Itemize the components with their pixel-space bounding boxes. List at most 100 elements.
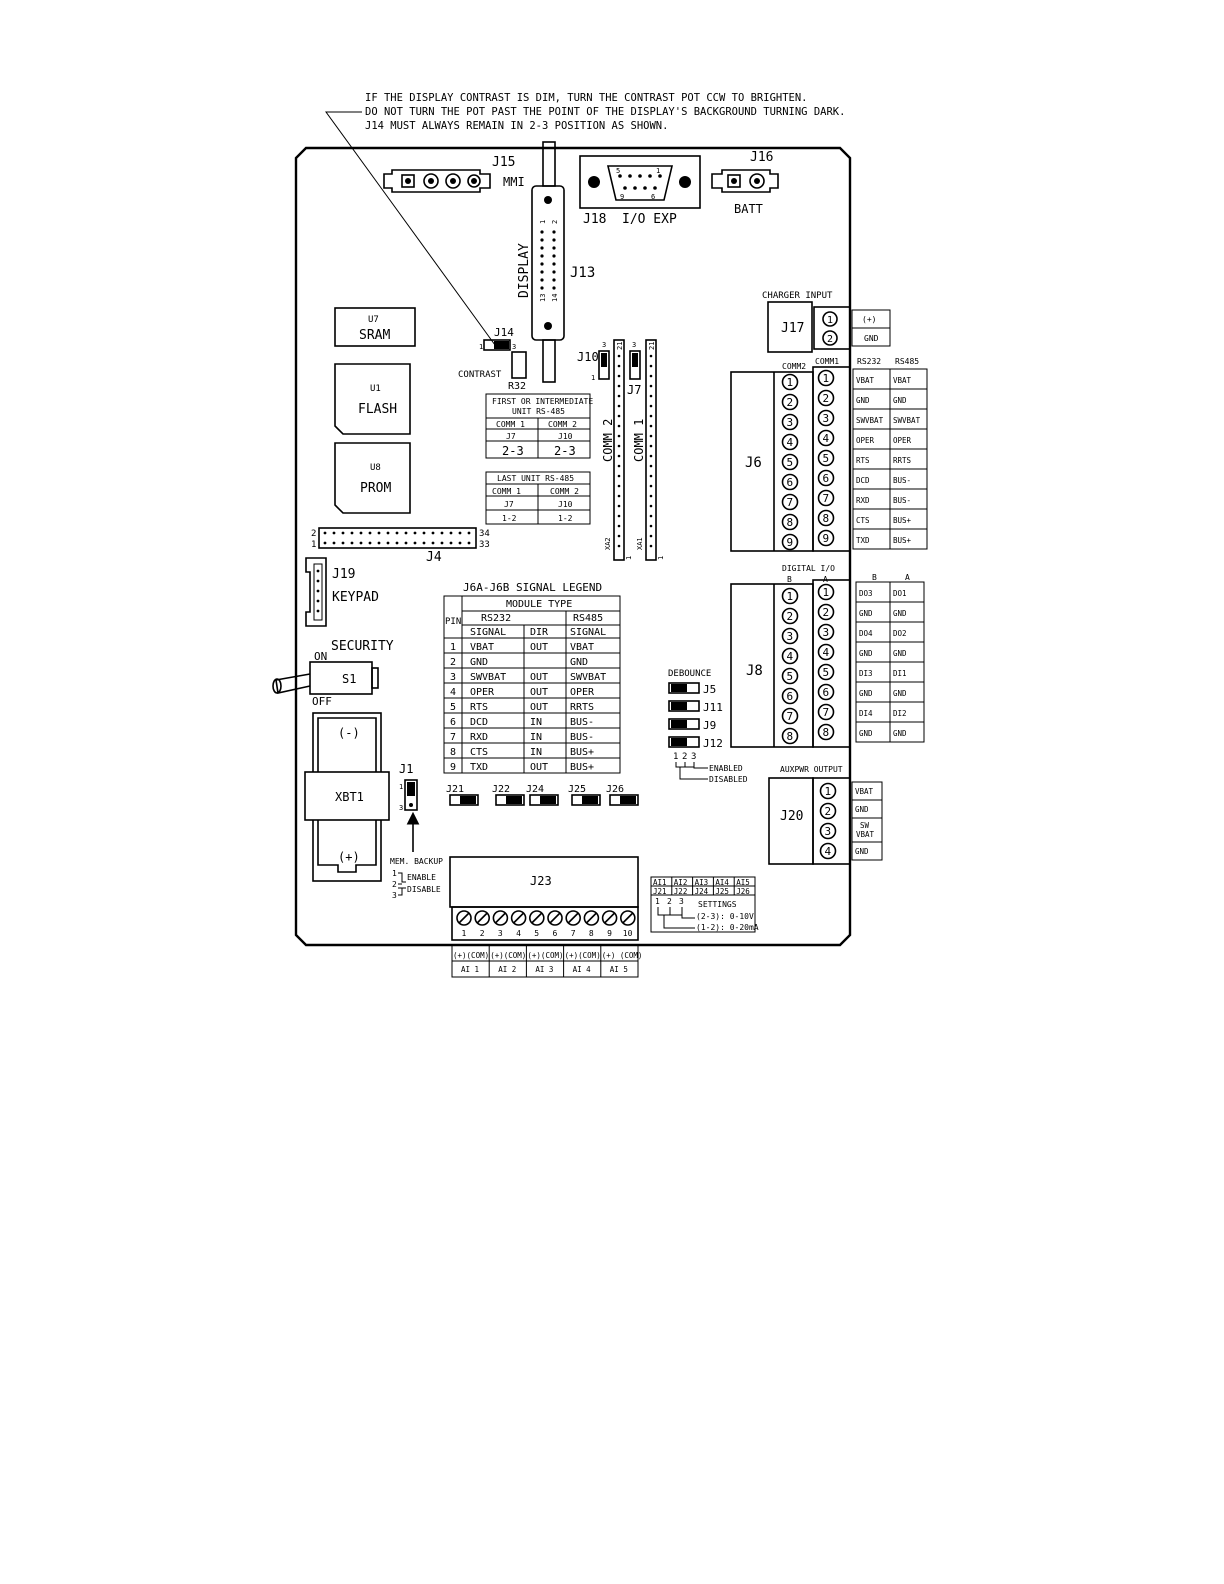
ai-group-polarity: (+)(COM) <box>565 951 601 960</box>
signal-box-label: GND <box>859 649 873 658</box>
legend-pin-header: PIN <box>445 617 461 627</box>
board-outline <box>294 146 852 947</box>
terminal-pin-circle <box>781 373 799 391</box>
legend-row-dir: IN <box>530 717 542 728</box>
signal-box-label: SWVBAT <box>856 416 884 425</box>
j6-label: J6 <box>745 455 762 471</box>
terminal-pin-number: 8 <box>787 516 794 529</box>
terminal-pin-number: 6 <box>823 472 830 485</box>
legend-row-pin: 6 <box>450 717 456 728</box>
terminal-pin-circle <box>817 529 835 547</box>
signal-box <box>889 528 928 550</box>
j18-io-exp-connector: 5 1 9 6 J18 I/O EXP <box>579 155 701 227</box>
flash-label: FLASH <box>358 402 397 417</box>
terminal-pin-circle <box>781 453 799 471</box>
xbt1-battery: (-) XBT1 (+) <box>304 712 390 882</box>
s1-security-switch: SECURITY ON S1 OFF <box>272 639 394 708</box>
j14-pin-3: 3 <box>512 343 516 351</box>
legend-module-type: MODULE TYPE <box>506 599 572 610</box>
ai-settings-jumper: J25 <box>715 887 729 896</box>
ai-settings-pin-3: 3 <box>679 897 684 906</box>
keypad-label: KEYPAD <box>332 590 379 605</box>
terminal-pin-circle <box>819 842 837 860</box>
legend-row-dir: OUT <box>530 762 548 773</box>
io-exp-label: I/O EXP <box>622 212 677 227</box>
battery-neg-label: (-) <box>338 726 360 740</box>
terminal-pin-circle <box>817 449 835 467</box>
signal-box-label: SWVBAT <box>893 416 921 425</box>
terminal-number: 8 <box>589 929 594 938</box>
legend-row-pin: 9 <box>450 762 456 773</box>
last-table-comm1: COMM 1 <box>492 487 521 496</box>
j7-pin-3: 3 <box>632 341 636 349</box>
first-table-title-1: FIRST OR INTERMEDIATE <box>492 397 593 406</box>
terminal-pin-circle <box>781 587 799 605</box>
last-unit-rs485-table: LAST UNIT RS-485 COMM 1 COMM 2 J7 J10 1-… <box>485 471 591 525</box>
legend-row-pin: 8 <box>450 747 456 758</box>
j16-label: J16 <box>750 150 773 165</box>
terminal-pin-circle <box>781 473 799 491</box>
terminal-pin-number: 3 <box>823 626 830 639</box>
screw-slot <box>494 912 506 924</box>
screw-slot <box>585 912 597 924</box>
j13-pin-grid <box>540 230 556 290</box>
xa2-label: XA2 <box>604 537 612 550</box>
terminal-pin-circle <box>819 802 837 820</box>
legend-title: J6A-J6B SIGNAL LEGEND <box>463 581 602 594</box>
signal-box-label: DCD <box>856 476 870 485</box>
legend-row-rs485-signal: OPER <box>570 687 595 698</box>
terminal-pin-number: 8 <box>823 512 830 525</box>
ai-jumper-body <box>449 794 479 806</box>
legend-row-rs232-signal: TXD <box>470 762 488 773</box>
terminal-pin-circle <box>781 607 799 625</box>
j19-keypad-connector: J19 KEYPAD <box>305 557 379 627</box>
legend-row-rs232-signal: SWVBAT <box>470 672 506 683</box>
ai-settings-ai: AI5 <box>736 878 750 887</box>
j13-pin-14: 14 <box>551 294 559 302</box>
ai-group-label: AI 3 <box>535 965 553 974</box>
j13-pin-1: 1 <box>539 220 547 224</box>
ai-jumper-body <box>529 794 559 806</box>
signal-box-label: BUS- <box>893 476 911 485</box>
ai-settings-ai: AI1 <box>653 878 667 887</box>
signal-box-label: RXD <box>856 496 870 505</box>
j6-comm2-label: COMM2 <box>782 362 806 371</box>
ai-jumper-body <box>571 794 601 806</box>
ai-group-label: AI 4 <box>573 965 592 974</box>
j1-pin-3: 3 <box>399 804 403 812</box>
signal-box-label: BUS- <box>893 496 911 505</box>
ai-group-polarity: (+) (COM) <box>602 951 643 960</box>
xa1-label: XA1 <box>636 537 644 550</box>
j1-pin-1: 1 <box>399 783 403 791</box>
ai-settings-jumper: J22 <box>674 887 688 896</box>
security-label: SECURITY <box>331 639 394 654</box>
terminal-pin-circle <box>781 513 799 531</box>
on-label: ON <box>314 650 327 663</box>
terminal-number: 7 <box>571 929 576 938</box>
ai-settings-pin-2: 2 <box>667 897 672 906</box>
first-table-comm2: COMM 2 <box>548 420 577 429</box>
ai-jumper-label: J24 <box>526 784 544 795</box>
debounce-jumper-label: J11 <box>703 701 723 714</box>
display-label: DISPLAY <box>517 243 532 298</box>
db9-pin-9: 9 <box>620 193 624 201</box>
terminal-pin-number: 4 <box>787 436 794 449</box>
j14-pin-1: 1 <box>479 343 483 351</box>
terminal-pin-circle <box>817 703 835 721</box>
terminal-pin-number: 2 <box>825 805 832 818</box>
signal-box-label: GND <box>856 396 870 405</box>
charger-title: CHARGER INPUT <box>762 291 833 301</box>
u1-label: U1 <box>370 384 381 394</box>
u1-flash-chip: U1 FLASH <box>334 363 411 435</box>
legend-row-pin: 5 <box>450 702 456 713</box>
terminal-pin-circle <box>817 509 835 527</box>
j10-pin-3: 3 <box>602 341 606 349</box>
debounce-jumper-shunt <box>671 738 687 746</box>
legend-rs485-header: RS485 <box>573 613 603 624</box>
terminal-number: 4 <box>516 929 521 938</box>
terminal-pin-number: 9 <box>823 532 830 545</box>
comm1-pin-1: 1 <box>657 556 665 560</box>
signal-box <box>851 841 883 861</box>
first-unit-rs485-table: FIRST OR INTERMEDIATE UNIT RS-485 COMM 1… <box>485 393 593 459</box>
